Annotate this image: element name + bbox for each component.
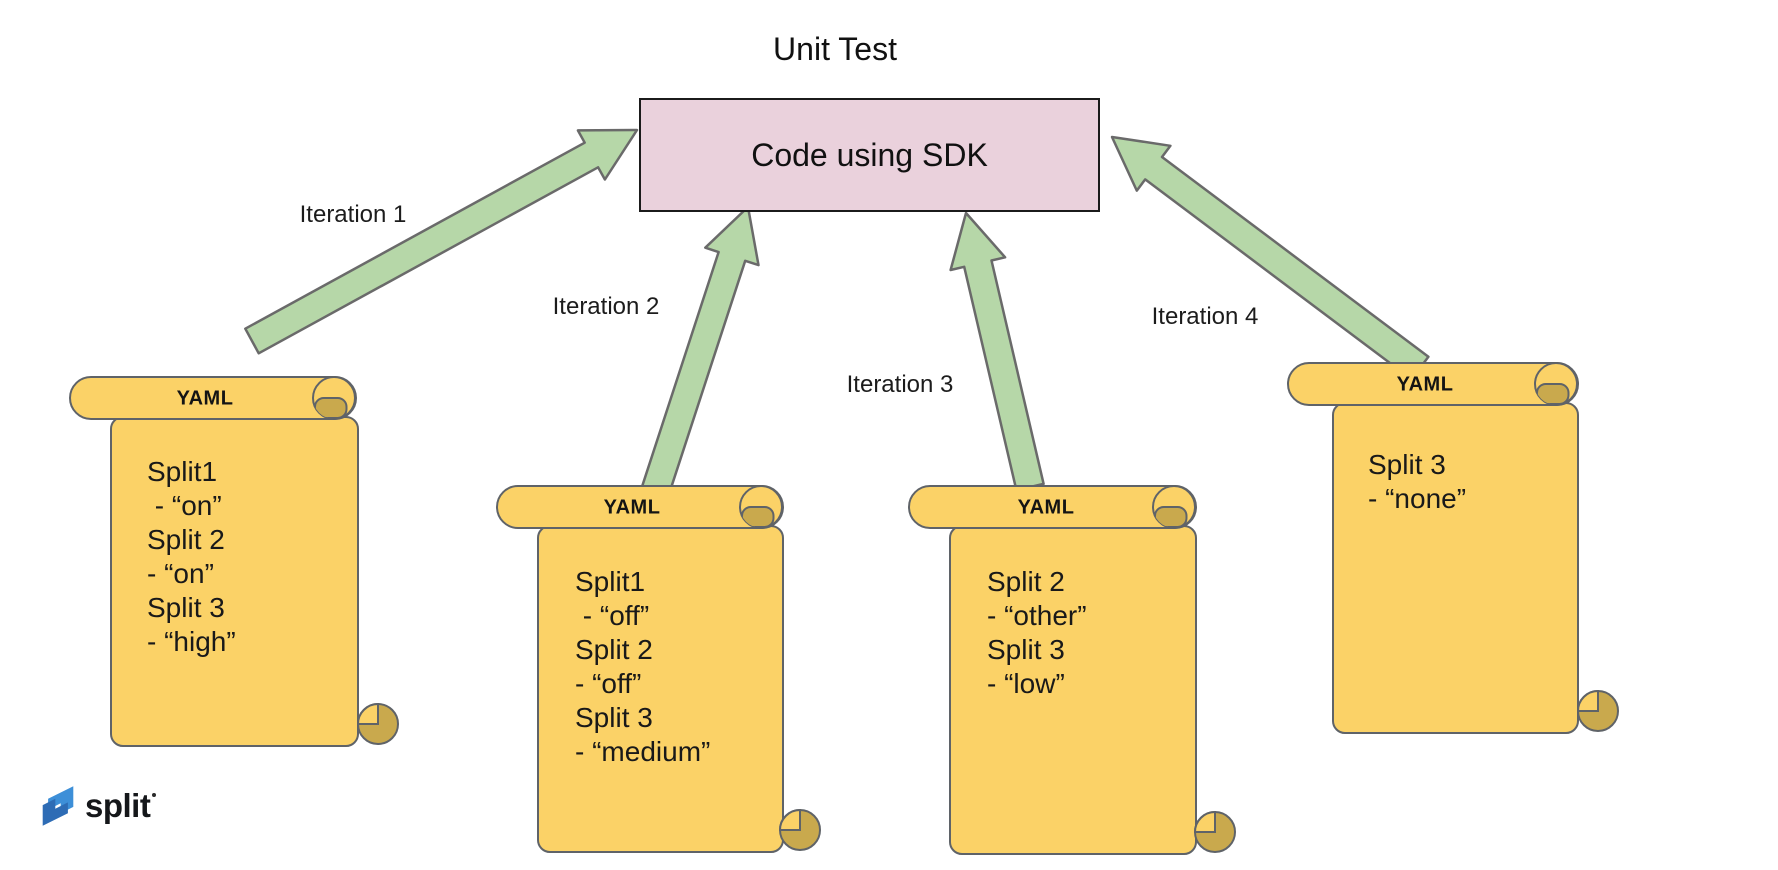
scroll-2-content: Split1 - “off” Split 2 - “off” Split 3 -…	[575, 566, 711, 767]
yaml-scroll-3	[908, 485, 1236, 855]
yaml-scroll-4	[1287, 362, 1619, 734]
trademark-dot	[152, 793, 157, 797]
iteration-3-label: Iteration 3	[846, 371, 954, 398]
code-using-sdk-box: Code using SDK	[639, 98, 1100, 212]
scroll-3-yaml-label: YAML	[1017, 496, 1075, 519]
scroll-bottom-curl-fold	[1193, 810, 1216, 833]
scroll-4-yaml-label: YAML	[1396, 373, 1454, 396]
split-logo-icon	[42, 786, 74, 826]
scroll-1-yaml-label: YAML	[176, 387, 234, 410]
iteration-2-arrow	[640, 205, 760, 498]
yaml-scroll-1	[69, 376, 399, 747]
sdk-box-label: Code using SDK	[751, 136, 988, 173]
iteration-1-label: Iteration 1	[299, 201, 407, 228]
scroll-1-content: Split1 - “on” Split 2 - “on” Split 3 - “…	[147, 456, 236, 657]
iteration-3-arrow	[949, 211, 1045, 492]
scroll-bottom-curl-fold	[778, 808, 801, 831]
scroll-3-content: Split 2 - “other” Split 3 - “low”	[987, 566, 1087, 699]
iteration-2-label: Iteration 2	[552, 293, 660, 320]
split-logo: split	[40, 783, 157, 829]
iteration-1-arrow	[244, 128, 639, 355]
scroll-4-content: Split 3 - “none”	[1368, 449, 1467, 514]
diagram-title: Unit Test	[773, 31, 897, 67]
yaml-scroll-2	[496, 485, 821, 853]
split-logo-text: split	[85, 787, 151, 824]
iteration-4-arrow	[1110, 135, 1430, 381]
iteration-4-label: Iteration 4	[1151, 303, 1259, 330]
scroll-bottom-curl-fold	[1576, 689, 1599, 712]
scroll-2-yaml-label: YAML	[603, 496, 661, 519]
scroll-bottom-curl-fold	[356, 702, 379, 725]
